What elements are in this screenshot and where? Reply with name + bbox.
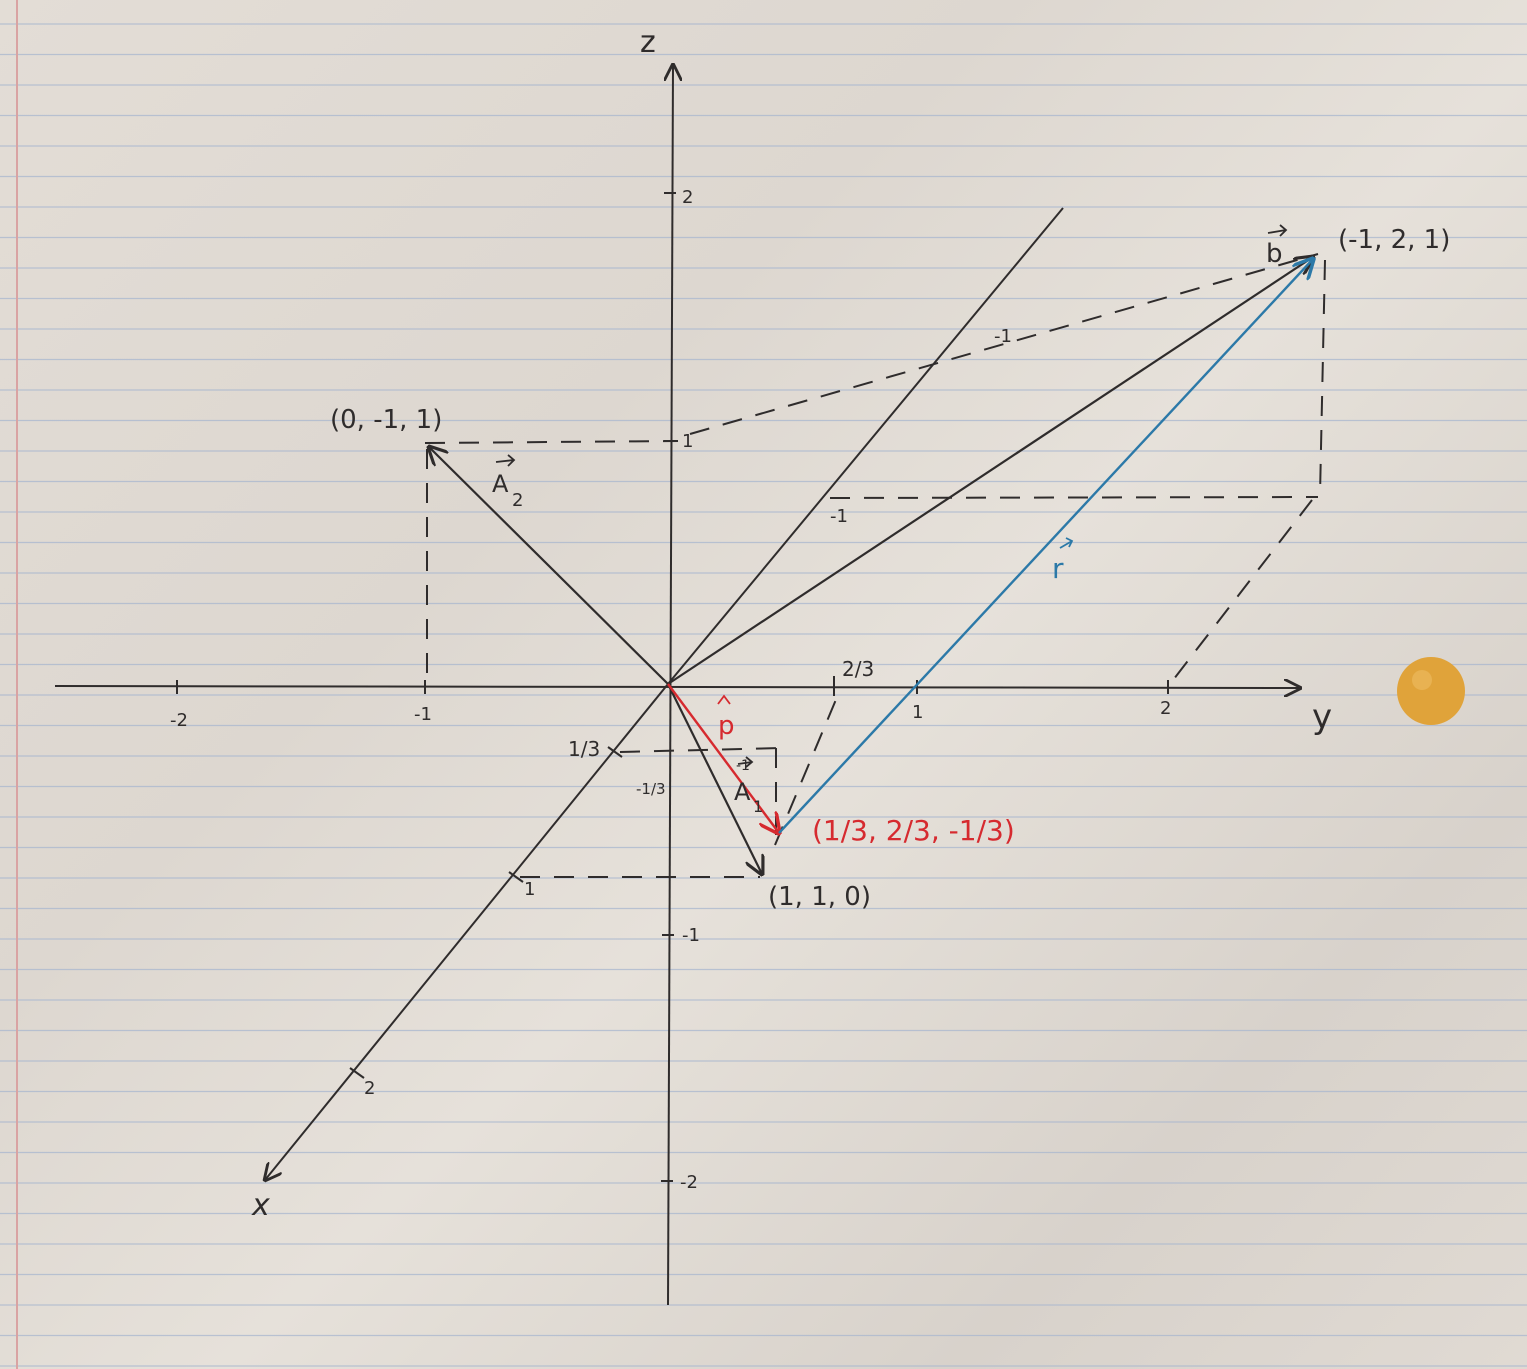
dash-p-diagonal [774, 689, 841, 846]
tick-label-y-neg1: -1 [414, 704, 432, 725]
vector-a1 [667, 683, 762, 874]
tick-x-one [508, 871, 524, 883]
point-label-p: (1/3, 2/3, -1/3) [812, 814, 1015, 847]
p-hat-accent [717, 694, 731, 705]
ruled-lines [0, 23, 1527, 1367]
sticker-highlight [1412, 670, 1432, 690]
tick-label-neg1-upper: -1 [994, 326, 1012, 347]
vector-label-a1-subscript: 1 [753, 797, 763, 816]
vector-b [667, 257, 1313, 685]
vector-label-a1: A [734, 778, 751, 806]
tick-label-y-pos2: 2 [1160, 698, 1171, 719]
y-axis-label: y [1312, 697, 1332, 737]
dash-a2-horizontal [424, 440, 679, 444]
vector-r [778, 259, 1313, 834]
construction-lines [424, 253, 1326, 878]
tick-x-third [607, 746, 623, 758]
tick-label-x-one: 1 [524, 879, 535, 900]
tick-marks [176, 192, 1169, 1182]
dash-b-vertical [1319, 259, 1326, 496]
tick-label-z-neg1: -1 [682, 925, 700, 946]
z-axis [668, 65, 673, 1306]
vector-p [667, 683, 779, 833]
vector-label-r: r [1052, 552, 1064, 585]
a2-arrow-accent [495, 454, 516, 467]
vector-label-a2-subscript: 2 [512, 490, 523, 511]
point-label-b: (-1, 2, 1) [1338, 225, 1450, 255]
r-arrow-accent [1059, 537, 1074, 549]
tick-label-z-neg2: -2 [680, 1172, 698, 1193]
tick-label-small-neg: -1 [736, 758, 750, 774]
x-axis-label: x [251, 1188, 270, 1223]
y-axis [54, 686, 1300, 688]
tick-label-z-pos2: 2 [682, 187, 693, 208]
z-axis-label: z [640, 25, 656, 60]
point-label-a2: (0, -1, 1) [330, 405, 442, 435]
dash-b-diagonal [1169, 499, 1313, 685]
tick-x-two [349, 1067, 365, 1079]
tick-label-x-one-third: 1/3 [568, 737, 600, 761]
vector-label-a2: A [492, 470, 509, 498]
tick-label-y-neg2: -2 [170, 710, 188, 731]
b-arrow-accent [1267, 224, 1288, 237]
vector-label-b: b [1266, 239, 1283, 269]
point-label-a1: (1, 1, 0) [768, 882, 871, 912]
dash-b-top [689, 253, 1319, 435]
vector-label-p: p [718, 711, 735, 741]
tick-label-neg1-middle: -1 [830, 506, 848, 527]
tick-label-z-neg-one-third: -1/3 [636, 780, 666, 798]
a1-arrow-accent [737, 756, 754, 768]
x-axis [265, 683, 669, 1180]
oblique-guide-line [667, 207, 1064, 685]
tick-label-y-pos1: 1 [912, 702, 923, 723]
vector-a2 [429, 447, 669, 685]
orange-dot-sticker [1397, 657, 1465, 725]
tick-label-x-two: 2 [364, 1078, 375, 1099]
tick-label-y-two-thirds: 2/3 [842, 657, 874, 681]
vector-accents [495, 224, 1288, 768]
tick-label-z-pos1: 1 [682, 431, 693, 452]
dash-b-middle [829, 496, 1319, 499]
